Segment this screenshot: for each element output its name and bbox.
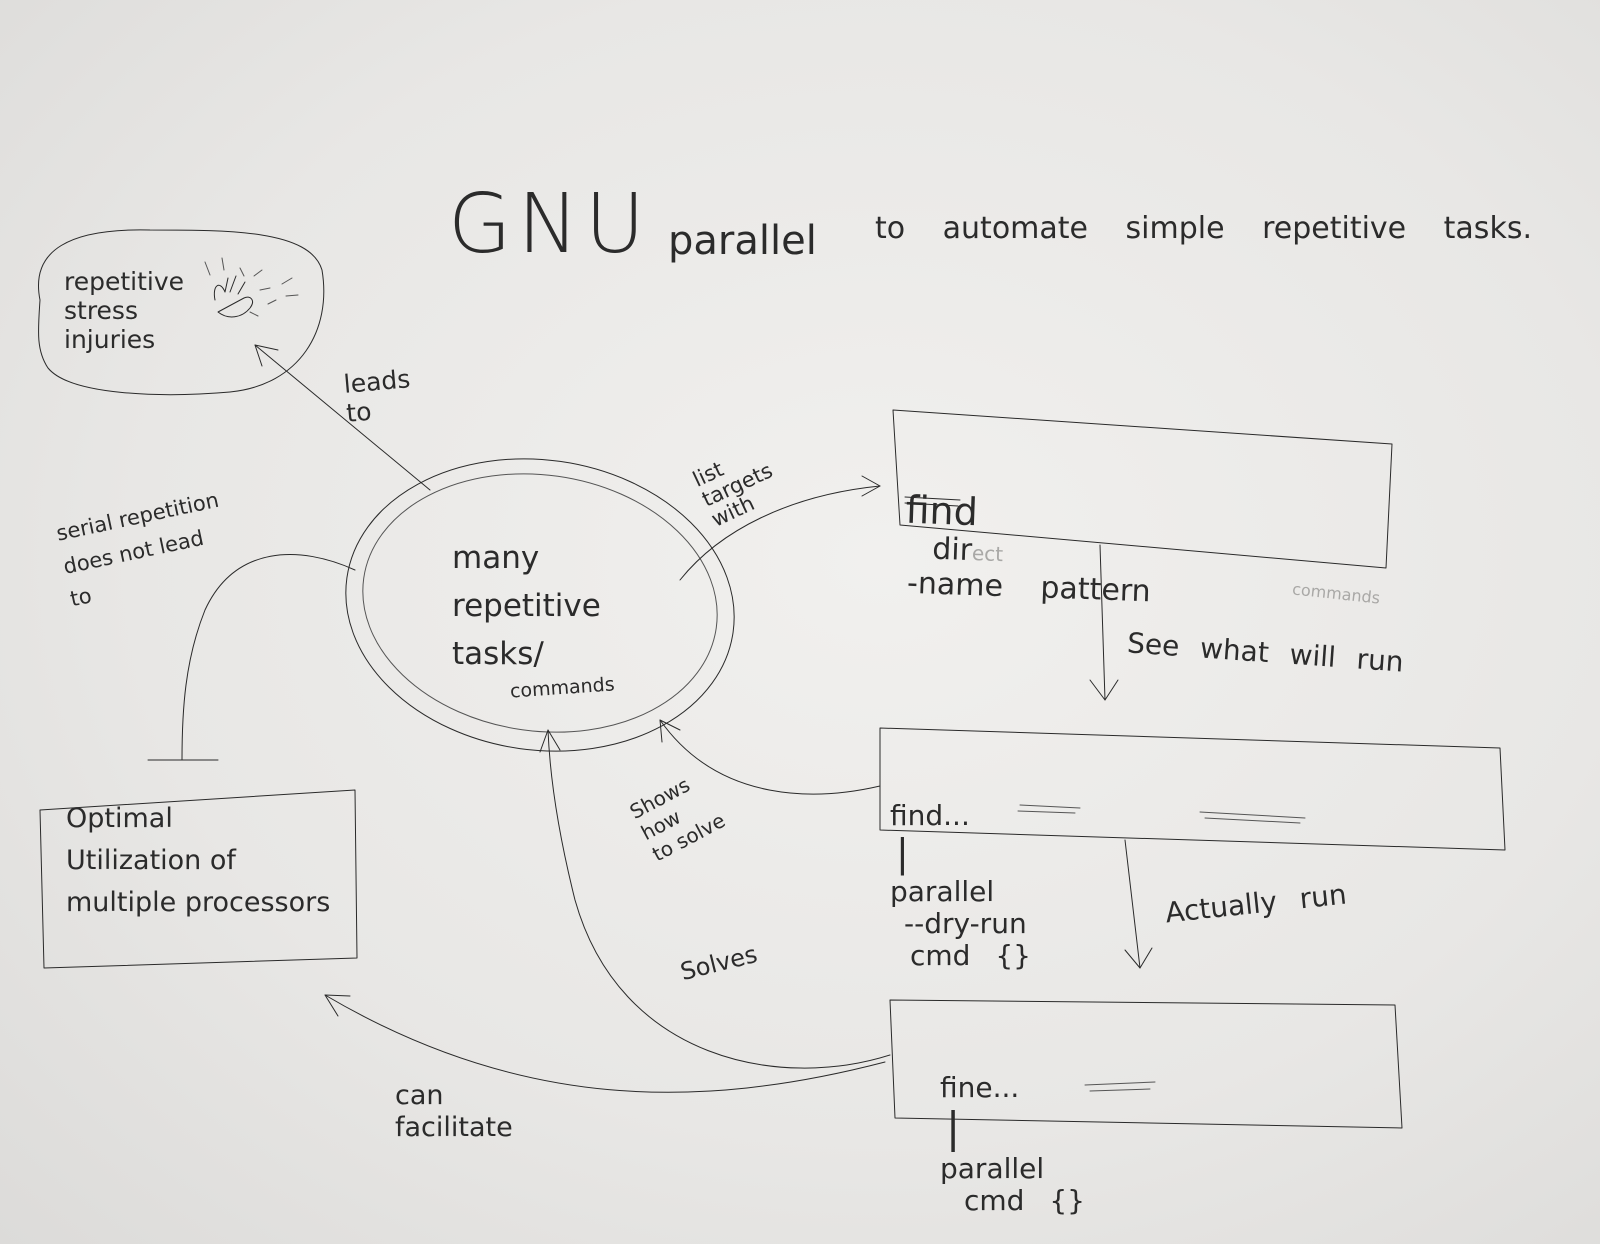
hand-pain-icon [204, 257, 299, 318]
dry-find: find... [890, 799, 970, 833]
title-gnu: GNU [448, 177, 651, 272]
can-facilitate-arrow [324, 994, 886, 1093]
parallel-underline-1 [1017, 804, 1081, 814]
dry-box-border [879, 727, 1506, 851]
leads-to-arrow [254, 344, 431, 491]
run-parallel: parallel [940, 1151, 1045, 1185]
find-underline [904, 496, 961, 507]
leads-to-label: leads to [342, 364, 412, 428]
serial-inhibit-line [181, 554, 356, 761]
run-cmd: cmd {} [964, 1183, 1085, 1217]
optimal-box-border [39, 789, 358, 969]
title-parallel: parallel [668, 218, 817, 264]
actually-run-arrow [1124, 839, 1141, 969]
find-args: dir [931, 531, 973, 569]
rsi-bubble [38, 229, 325, 396]
find-args-faint: ect [971, 541, 1004, 567]
dryrun-underline [1199, 811, 1306, 824]
center-label: many repetitive tasks/ [452, 540, 601, 673]
dry-dash: -- [904, 907, 925, 941]
dry-pipe: | [896, 831, 909, 876]
dry-cmd: cmd {} [910, 939, 1031, 973]
list-targets-arrow [679, 485, 881, 581]
rsi-label: repetitive stress injuries [64, 267, 185, 354]
run-pipe: | [946, 1103, 961, 1153]
dry-parallel: parallel [890, 875, 995, 909]
run-box-text: fine... | parallel cmd {} [940, 1040, 1085, 1217]
title-rest: to automate simple repetitive tasks. [875, 211, 1532, 246]
find-cmd: find [904, 487, 979, 534]
dry-box-text: find... | parallel --dry-run cmd {} [890, 768, 1031, 973]
find-box-border [892, 409, 1393, 569]
center-outer-ellipse [345, 458, 735, 752]
shows-how-arrow [659, 719, 881, 795]
run-box-border [889, 999, 1403, 1129]
dry-flag: dry-run [924, 907, 1027, 941]
find-box-text: find direct -name pattern [903, 454, 1156, 610]
solves-arrow [547, 729, 891, 1069]
parallel-underline-2 [1084, 1081, 1156, 1092]
optimal-label: Optimal Utilization of multiple processo… [66, 803, 331, 918]
can-facilitate-label: can facilitate [395, 1080, 513, 1144]
run-find: fine... [940, 1071, 1020, 1105]
see-what-arrow [1099, 544, 1106, 701]
center-inner-ellipse [362, 473, 718, 733]
